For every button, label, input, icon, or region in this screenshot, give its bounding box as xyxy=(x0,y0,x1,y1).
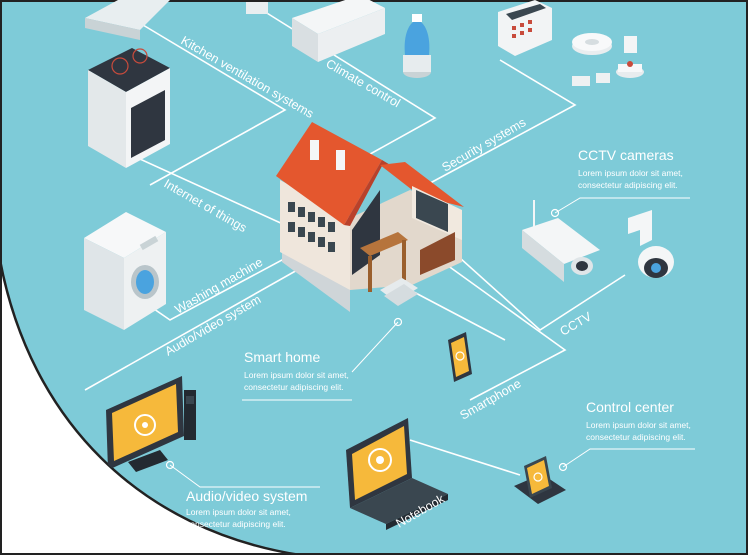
callout-audio-video-system: Audio/video system Lorem ipsum dolor sit… xyxy=(186,488,307,529)
callout-smart-home: Smart home Lorem ipsum dolor sit amet, c… xyxy=(244,349,349,392)
notebook-icon xyxy=(346,418,448,530)
callout-text: consectetur adipiscing elit. xyxy=(186,519,286,529)
air-conditioner-icon xyxy=(246,0,385,62)
callout-text: Lorem ipsum dolor sit amet, xyxy=(586,420,691,430)
range-hood-icon xyxy=(85,0,170,40)
callout-title: Control center xyxy=(586,399,674,415)
panel-edge xyxy=(0,259,301,555)
control-center-icon xyxy=(514,456,566,504)
callout-title: Smart home xyxy=(244,349,320,365)
callout-text: Lorem ipsum dolor sit amet, xyxy=(578,168,683,178)
callout-text: Lorem ipsum dolor sit amet, xyxy=(244,370,349,380)
alarm-panel-icon xyxy=(498,0,552,56)
stove-icon xyxy=(88,48,170,168)
callout-cctv-cameras: CCTV cameras Lorem ipsum dolor sit amet,… xyxy=(578,147,683,190)
smartphone-icon xyxy=(448,332,472,382)
tv-icon xyxy=(106,376,196,472)
callout-text: consectetur adipiscing elit. xyxy=(586,432,686,442)
cctv-camera-icon xyxy=(522,200,674,282)
callout-text: consectetur adipiscing elit. xyxy=(578,180,678,190)
washing-machine-icon xyxy=(84,212,166,330)
callout-title: CCTV cameras xyxy=(578,147,674,163)
callout-text: Lorem ipsum dolor sit amet, xyxy=(186,507,291,517)
callout-control-center: Control center Lorem ipsum dolor sit ame… xyxy=(586,399,691,442)
callout-title: Audio/video system xyxy=(186,488,307,504)
humidifier-icon xyxy=(403,14,431,78)
smoke-sensor-icon xyxy=(572,33,644,86)
smart-home-house-icon xyxy=(276,122,464,312)
callout-text: consectetur adipiscing elit. xyxy=(244,382,344,392)
